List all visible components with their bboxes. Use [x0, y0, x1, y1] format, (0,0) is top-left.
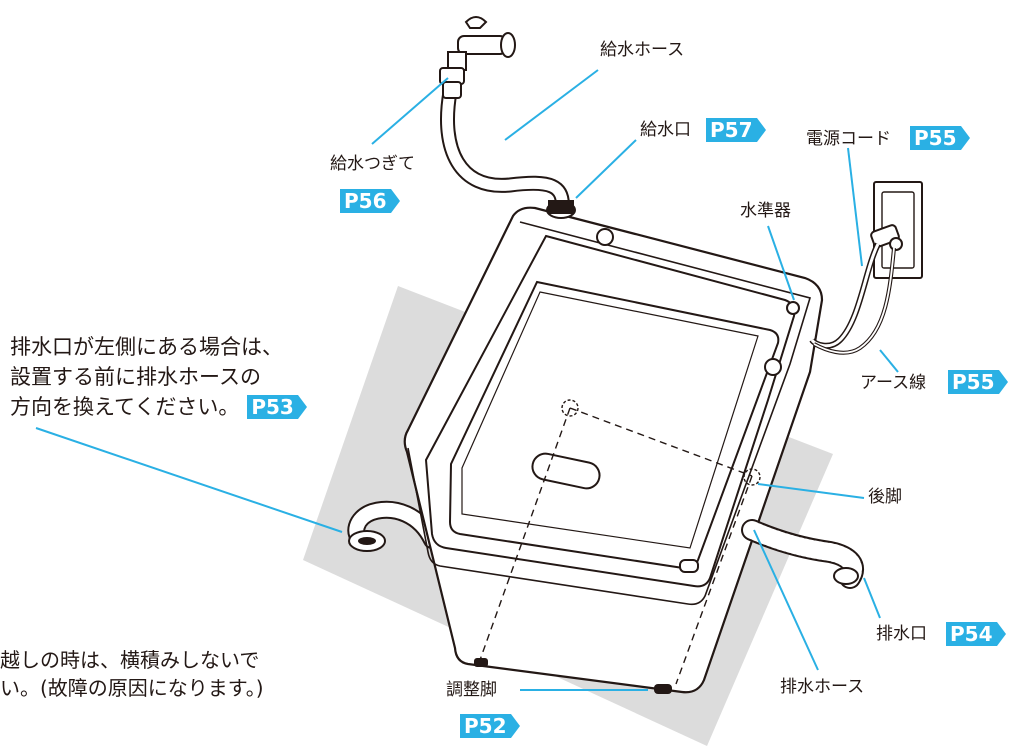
label-power-cord: 電源コード	[806, 129, 891, 149]
rear-foot	[743, 468, 761, 486]
label-supply-connector: 給水つぎて	[330, 154, 415, 174]
ref-badge-drain[interactable]: P54	[946, 622, 1006, 646]
label-water-inlet: 給水口	[640, 120, 691, 140]
note-line-1: 排水口が左側にある場合は、	[10, 335, 283, 359]
ref-badge-foot[interactable]: P52	[460, 714, 520, 738]
adjustable-foot	[654, 684, 672, 694]
note-line-2: 設置する前に排水ホースの	[10, 365, 261, 389]
ref-badge-ground-text: P55	[948, 370, 999, 394]
label-adjustable-foot: 調整脚	[446, 680, 497, 700]
ref-badge-note[interactable]: P53	[247, 395, 307, 425]
note-line-3-text: 方向を換えてください。	[10, 395, 240, 419]
note-line-3: 方向を換えてください。 P53	[10, 392, 307, 422]
ref-badge-foot-text: P52	[460, 714, 511, 738]
ref-badge-drain-text: P54	[946, 622, 997, 646]
label-ground-wire: アース線	[860, 373, 927, 393]
label-drain-outlet: 排水口	[876, 624, 927, 644]
ref-badge-cord-text: P55	[910, 126, 961, 150]
note-transport: 越しの時は、横積みしないで い。(故障の原因になります。)	[0, 646, 264, 702]
label-rear-foot: 後脚	[868, 487, 902, 507]
note-transport-line-1: 越しの時は、横積みしないで	[0, 648, 260, 672]
label-level-gauge: 水準器	[740, 201, 791, 221]
drain-outlet	[833, 567, 859, 585]
lid-handle	[531, 452, 601, 490]
ref-badge-inlet[interactable]: P57	[706, 118, 766, 142]
ref-badge-connector[interactable]: P56	[340, 189, 400, 213]
faucet	[439, 16, 516, 99]
label-supply-hose: 給水ホース	[600, 40, 685, 60]
ref-badge-connector-text: P56	[340, 189, 391, 213]
ref-badge-ground[interactable]: P55	[948, 370, 1008, 394]
ref-badge-cord[interactable]: P55	[910, 126, 970, 150]
note-drain-direction: 排水口が左側にある場合は、 設置する前に排水ホースの 方向を換えてください。 P5…	[10, 332, 307, 422]
note-transport-line-2: い。(故障の原因になります。)	[0, 676, 264, 700]
label-drain-hose: 排水ホース	[780, 677, 865, 697]
ref-badge-inlet-text: P57	[706, 118, 757, 142]
ref-badge-note-text: P53	[247, 395, 298, 419]
leader-lines	[35, 69, 899, 691]
level-gauge	[786, 301, 800, 315]
